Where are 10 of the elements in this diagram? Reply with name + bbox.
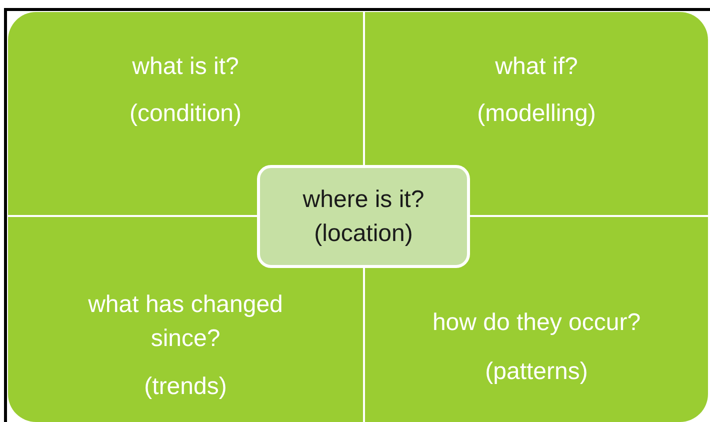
topic-text: (patterns) bbox=[485, 357, 588, 387]
topic-text: (trends) bbox=[144, 372, 227, 402]
question-text: what has changed since? bbox=[87, 290, 284, 354]
topic-text: (modelling) bbox=[477, 99, 596, 129]
topic-text: (condition) bbox=[129, 99, 242, 129]
question-text: what is it? bbox=[132, 52, 239, 82]
question-text: how do they occur? bbox=[432, 308, 641, 338]
center-text: where is it? (location) bbox=[302, 184, 426, 248]
question-text: what if? bbox=[495, 52, 578, 82]
center-box bbox=[257, 165, 470, 268]
